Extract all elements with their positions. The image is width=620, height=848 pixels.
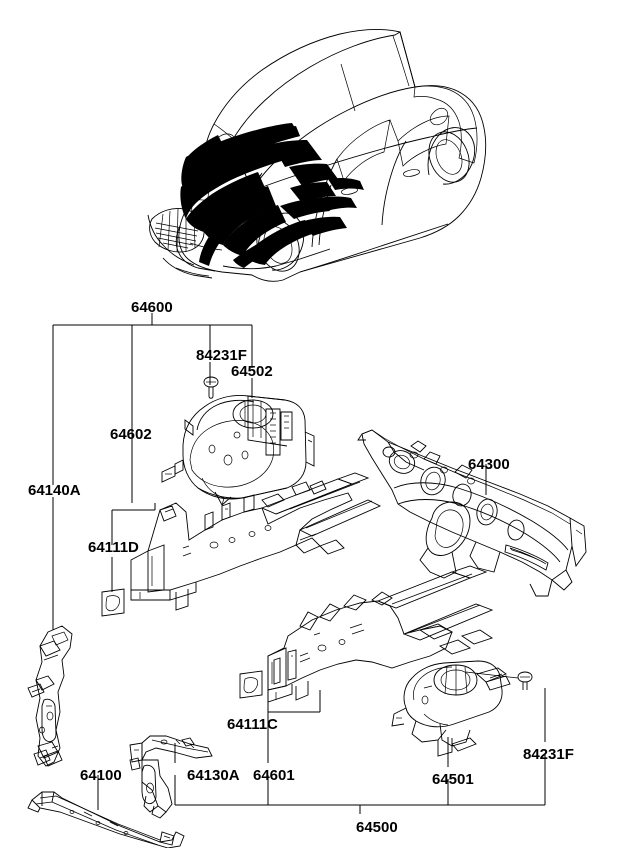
part-64111d-bracket bbox=[101, 588, 125, 617]
part-label-64502: 64502 bbox=[231, 363, 273, 380]
part-label-64111c: 64111C bbox=[227, 716, 278, 733]
part-label-64500: 64500 bbox=[356, 819, 398, 836]
part-label-84231f-upper: 84231F bbox=[196, 347, 247, 364]
part-label-64601: 64601 bbox=[253, 767, 295, 784]
part-label-64130a: 64130A bbox=[187, 767, 240, 784]
part-64502-wheelhouse-lh bbox=[161, 395, 315, 506]
part-64130a-upper-member bbox=[129, 735, 213, 819]
part-84231f-clip-lower bbox=[465, 671, 533, 690]
part-64300-dash-panel bbox=[357, 429, 587, 597]
part-64501-wheelhouse-rh bbox=[391, 660, 511, 757]
part-64100-lower-member bbox=[27, 791, 185, 848]
part-84231f-clip-upper bbox=[203, 376, 219, 399]
part-label-84231f-lower: 84231F bbox=[523, 746, 574, 763]
part-label-64100: 64100 bbox=[80, 767, 122, 784]
part-label-64501: 64501 bbox=[432, 771, 474, 788]
part-64601-side-member-rh bbox=[267, 565, 494, 703]
part-label-64140a: 64140A bbox=[28, 482, 81, 499]
part-label-64300: 64300 bbox=[468, 456, 510, 473]
part-64602-fender-apron-lh bbox=[130, 472, 382, 611]
part-label-64602: 64602 bbox=[110, 426, 152, 443]
highlight-front-structure bbox=[180, 123, 364, 268]
part-label-64600: 64600 bbox=[131, 299, 173, 316]
part-64140a-pillar-reinforcement bbox=[27, 625, 73, 767]
part-label-64111d: 64111D bbox=[88, 539, 139, 556]
part-64111c-bracket bbox=[239, 670, 263, 699]
leader-line-network bbox=[52, 313, 546, 814]
vehicle-illustration bbox=[147, 29, 487, 282]
